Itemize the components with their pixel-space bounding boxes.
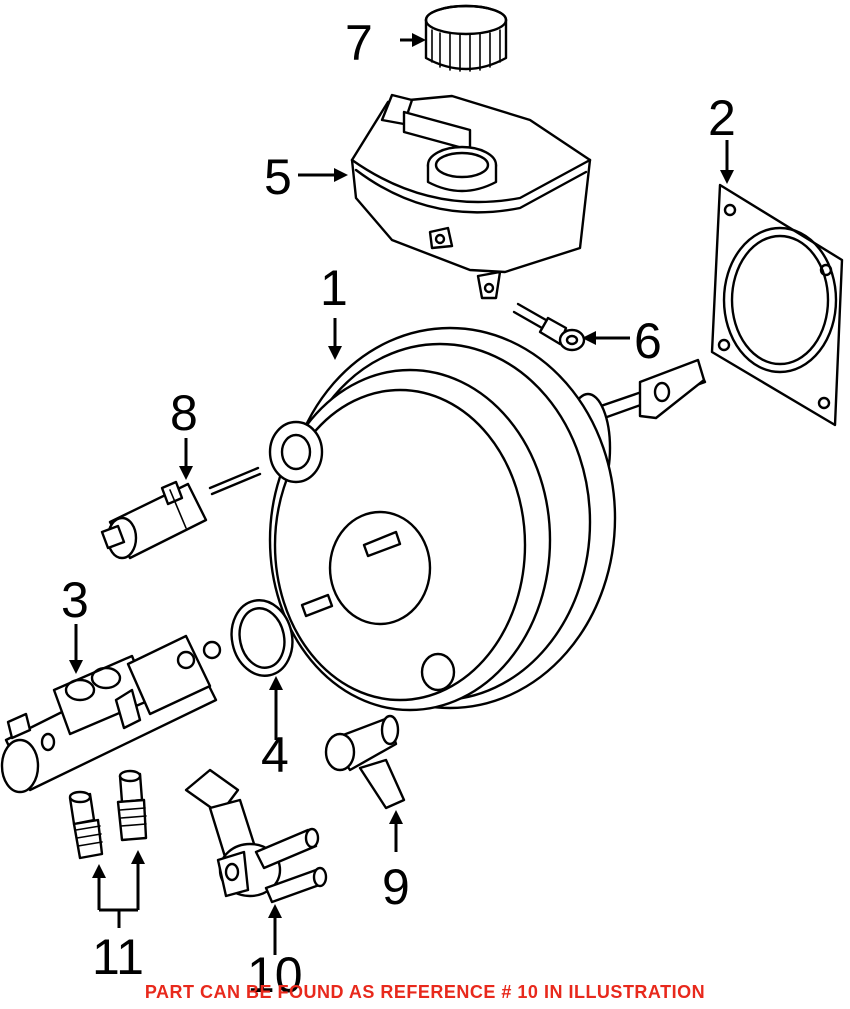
part-6-screw: [512, 302, 586, 352]
part-5-reservoir: [350, 93, 592, 300]
part-11-fittings: [68, 769, 148, 860]
callout-11: 11: [92, 929, 144, 985]
part-3-master-cylinder: [0, 634, 222, 794]
part-9-elbow-hose: [324, 714, 406, 810]
part-7-reservoir-cap: [424, 4, 508, 72]
reference-note: PART CAN BE FOUND AS REFERENCE # 10 IN I…: [144, 982, 706, 1002]
callout-8: 8: [170, 385, 198, 441]
part-10-check-valve: [184, 768, 328, 904]
callout-10: 10: [247, 947, 303, 1003]
pointer-arrows: [69, 33, 734, 955]
callout-3: 3: [61, 572, 89, 628]
callout-4: 4: [261, 727, 289, 783]
callout-2: 2: [708, 90, 736, 146]
callout-labels: 7 5 2 1 6 8 3 4 9 11 10: [61, 15, 736, 1003]
part-1-brake-booster: [268, 326, 707, 712]
callout-9: 9: [382, 859, 410, 915]
callout-7: 7: [345, 15, 373, 71]
part-2-gasket: [710, 183, 844, 427]
callout-6: 6: [634, 313, 662, 369]
part-8-sensor: [100, 466, 262, 560]
part-4-o-ring: [230, 599, 294, 677]
callout-1: 1: [320, 260, 348, 316]
callout-5: 5: [264, 149, 292, 205]
